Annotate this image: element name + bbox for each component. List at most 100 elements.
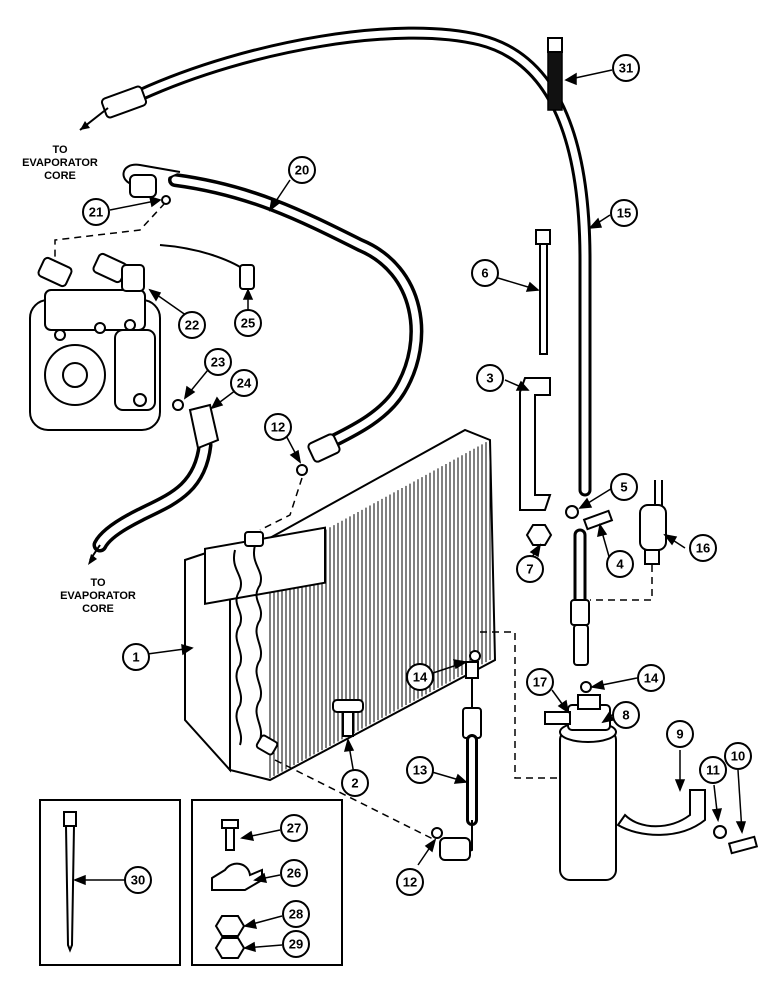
callout-14-right: 14 [637, 664, 665, 692]
compressor-22 [29, 252, 161, 431]
svg-text:27: 27 [287, 821, 301, 836]
dashed-leader-21 [54, 202, 166, 262]
callout-8: 8 [612, 701, 640, 729]
strap-31 [547, 37, 563, 111]
dashed-leader-12-lower [274, 759, 436, 841]
svg-text:28: 28 [289, 907, 303, 922]
svg-text:3: 3 [486, 371, 493, 386]
receiver-drier-8 [544, 681, 617, 881]
hose-13 [439, 661, 482, 861]
bracket-9 [616, 789, 706, 836]
callout-31: 31 [612, 54, 640, 82]
washer-5 [565, 505, 579, 519]
callout-10: 10 [724, 742, 752, 770]
svg-text:10: 10 [731, 749, 745, 764]
inset-box-30 [39, 799, 181, 966]
callout-27: 27 [280, 814, 308, 842]
svg-text:17: 17 [533, 675, 547, 690]
svg-text:29: 29 [289, 937, 303, 952]
svg-text:2: 2 [351, 776, 358, 791]
svg-text:14: 14 [644, 671, 659, 686]
svg-text:26: 26 [287, 866, 301, 881]
o-ring-14-left [469, 650, 481, 662]
svg-text:8: 8 [622, 708, 629, 723]
svg-text:15: 15 [617, 206, 631, 221]
callout-1: 1 [122, 643, 150, 671]
callout-24: 24 [230, 369, 258, 397]
svg-text:30: 30 [131, 873, 145, 888]
svg-text:31: 31 [619, 61, 633, 76]
callout-16: 16 [689, 534, 717, 562]
hose-15 [79, 26, 592, 666]
callout-11: 11 [699, 756, 727, 784]
top-note-line1: TO [52, 144, 68, 156]
svg-text:24: 24 [237, 376, 252, 391]
svg-text:5: 5 [620, 480, 627, 495]
o-ring-23 [172, 399, 184, 411]
callout-20: 20 [288, 156, 316, 184]
o-ring-14-right [580, 681, 592, 693]
top-note-line3: CORE [44, 170, 76, 182]
callout-29: 29 [282, 930, 310, 958]
washer-11 [713, 825, 727, 839]
dashed-leader-12 [259, 477, 303, 531]
callout-6: 6 [471, 259, 499, 287]
svg-text:23: 23 [211, 355, 225, 370]
condenser-1 [184, 428, 497, 782]
callout-22: 22 [178, 311, 206, 339]
nut-7 [525, 524, 553, 546]
dashed-leader-14 [480, 631, 560, 779]
callout-12-upper: 12 [264, 413, 292, 441]
svg-text:21: 21 [89, 205, 103, 220]
hose-25 [159, 244, 255, 290]
callout-12-lower: 12 [396, 868, 424, 896]
o-ring-12-lower [431, 827, 443, 839]
callout-leaders [72, 69, 747, 953]
clamp-26 [211, 862, 263, 891]
callout-13: 13 [406, 756, 434, 784]
bolt-27 [221, 819, 239, 851]
svg-text:14: 14 [413, 670, 428, 685]
svg-text:16: 16 [696, 541, 710, 556]
svg-text:1: 1 [132, 650, 139, 665]
callout-2: 2 [341, 769, 369, 797]
callout-15: 15 [610, 199, 638, 227]
bottom-note-line1: TO [90, 577, 106, 589]
screw-2 [332, 699, 364, 737]
svg-text:12: 12 [403, 875, 417, 890]
callout-4: 4 [606, 550, 634, 578]
bolt-10 [727, 835, 759, 855]
callout-25: 25 [234, 309, 262, 337]
svg-text:4: 4 [616, 557, 624, 572]
callout-14-left: 14 [406, 663, 434, 691]
nut-29 [214, 937, 246, 959]
svg-text:7: 7 [526, 562, 533, 577]
callout-7: 7 [516, 555, 544, 583]
bottom-note-line2: EVAPORATOR [60, 590, 136, 602]
svg-text:9: 9 [676, 727, 683, 742]
callout-21: 21 [82, 198, 110, 226]
svg-text:20: 20 [295, 163, 309, 178]
dashed-leader-16 [590, 565, 653, 601]
hose-20 [122, 163, 424, 463]
tie-strap-30 [63, 811, 77, 953]
callout-3: 3 [476, 364, 504, 392]
o-ring-12-upper [296, 464, 308, 476]
hose-24 [88, 399, 220, 565]
pressure-switch-16 [639, 480, 667, 565]
top-note-line2: EVAPORATOR [22, 157, 98, 169]
inset-box-hardware [191, 799, 343, 966]
svg-text:6: 6 [481, 266, 488, 281]
bolt-4 [582, 509, 614, 531]
callout-28: 28 [282, 900, 310, 928]
callout-9: 9 [666, 720, 694, 748]
o-ring-21 [161, 195, 171, 205]
callout-23: 23 [204, 348, 232, 376]
svg-text:12: 12 [271, 420, 285, 435]
nut-28 [214, 915, 246, 937]
callout-5: 5 [610, 473, 638, 501]
svg-text:25: 25 [241, 316, 255, 331]
svg-text:11: 11 [706, 763, 720, 778]
svg-text:13: 13 [413, 763, 427, 778]
